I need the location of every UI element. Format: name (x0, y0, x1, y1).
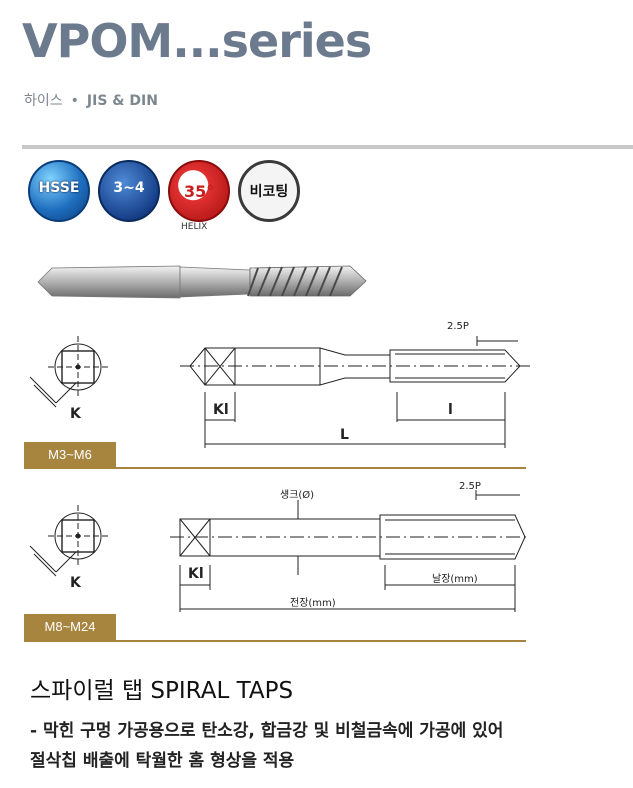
product-desc-line-2: 절삭칩 배출에 탁월한 홈 형상을 적용 (30, 751, 295, 771)
chamfer-label-2: 2.5P (459, 481, 481, 492)
shank-label: 섕크(Ø) (280, 490, 315, 501)
page-title: VPOM...series (22, 14, 372, 68)
helix-badge-icon: 35° (168, 160, 230, 222)
hsse-badge-icon: HSSE (28, 160, 90, 222)
drawing-m8-m24 (29, 490, 530, 612)
header-divider (22, 145, 633, 149)
thread-length-label: 날장(mm) (432, 574, 478, 585)
technical-drawings (29, 265, 530, 612)
product-desc-line-1: - 막힌 구멍 가공용으로 탄소강, 합금강 및 비철금속에 가공에 있어 (30, 721, 504, 741)
hsse-badge-label: HSSE (38, 180, 80, 196)
coating-badge-label: 비코팅 (249, 184, 289, 200)
chamfer-label-1: 2.5P (447, 321, 469, 332)
size-range-tag-1: M3~M6 (24, 442, 116, 468)
dim-k-label-1: K (70, 406, 81, 422)
material-label: 하이스 (24, 93, 63, 109)
standard-label: JIS & DIN (86, 93, 158, 109)
section-divider-2 (24, 640, 526, 642)
dim-kl-label-1: Kl (213, 402, 229, 418)
dim-kl-label-2: Kl (188, 566, 204, 582)
size-range-tag-2: M8~M24 (24, 614, 116, 640)
subtitle: 하이스 • JIS & DIN (24, 90, 158, 110)
dim-total-length-label: L (340, 427, 349, 443)
helix-caption: HELIX (181, 222, 208, 232)
flutes-badge-label: 3~4 (113, 180, 145, 196)
dim-k-label-2: K (70, 575, 81, 591)
section-divider-1 (24, 467, 526, 469)
flutes-badge-icon: 3~4 (98, 160, 160, 222)
tap-photo (37, 265, 367, 299)
product-title: 스파이럴 탭 SPIRAL TAPS (30, 678, 294, 704)
separator-dot: • (70, 93, 79, 109)
coating-badge-icon: 비코팅 (238, 160, 300, 222)
drawing-m3-m6 (29, 336, 530, 448)
total-length-label: 전장(mm) (290, 598, 336, 609)
helix-angle-label: 35° (184, 182, 215, 201)
dim-thread-length-label: l (448, 402, 453, 418)
